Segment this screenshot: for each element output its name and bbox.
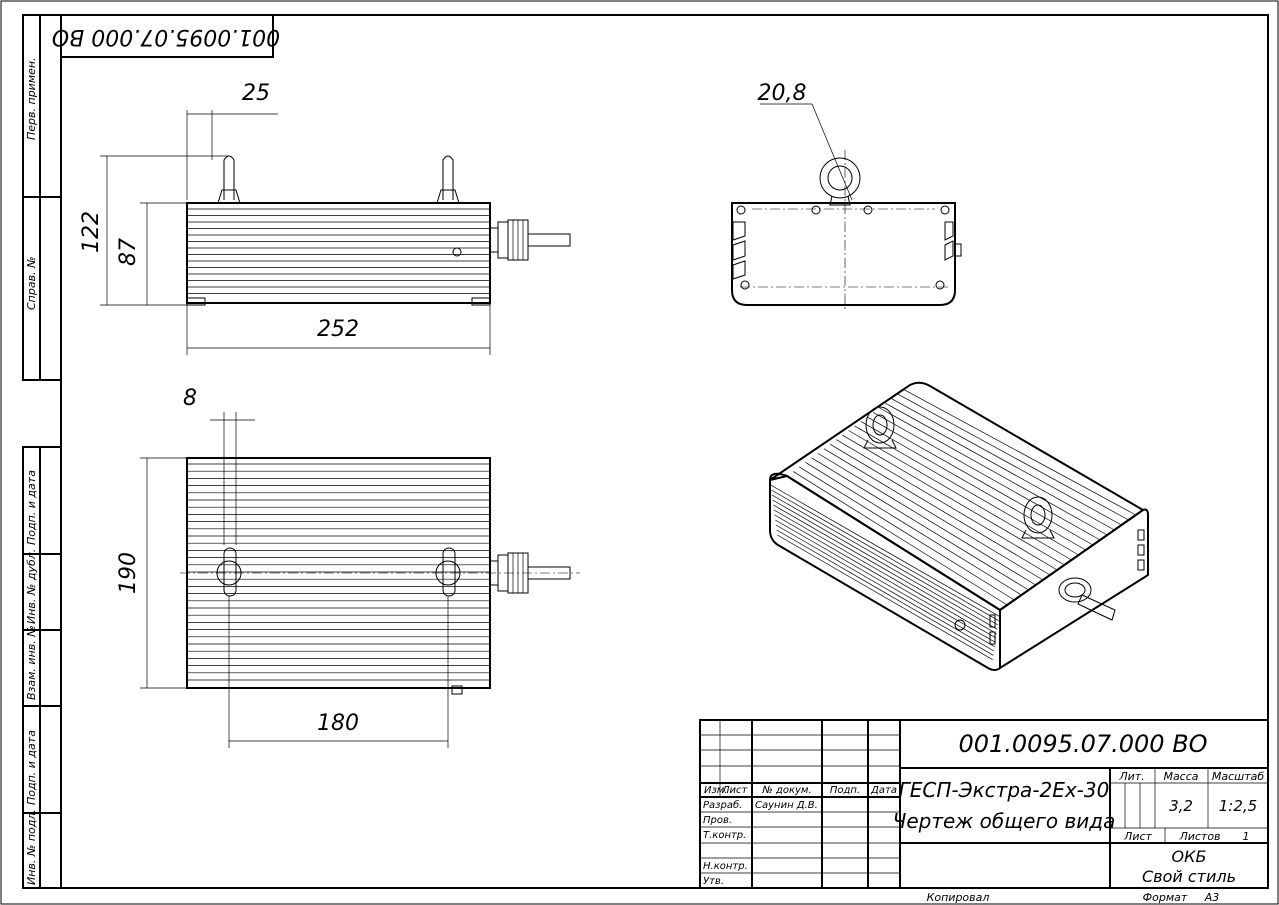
rib-line [891, 398, 1122, 526]
col-podp: Подп. [830, 785, 860, 796]
org-line1: ОКБ [1172, 847, 1207, 866]
title-block: 001.0095.07.000 ВО ГЕСП-Экстра-2Ех-30 Че… [699, 719, 1269, 904]
rib-line [771, 494, 999, 626]
org-line2: Свой стиль [1142, 867, 1236, 886]
label-list: Лист [1123, 830, 1152, 843]
title-doc-type: Чертеж общего вида [893, 809, 1116, 833]
left-side-strip: Перв. примен. Справ. № Подп. и дата Инв.… [22, 14, 62, 889]
rib-line [792, 471, 1008, 606]
col-list: Лист [721, 785, 749, 796]
rib-line [854, 425, 1079, 556]
rib-line [805, 462, 1022, 596]
dim-8: 8 [183, 386, 197, 411]
value-massa: 3,2 [1169, 797, 1193, 815]
col-izm: Изм. [704, 785, 728, 796]
label-lit: Лит. [1118, 770, 1144, 783]
rib-line [823, 448, 1044, 581]
rib-line [903, 389, 1137, 516]
dim-20-8: 20,8 [758, 81, 807, 106]
front-view: 25 122 87 252 [79, 81, 571, 355]
value-format: А3 [1204, 891, 1220, 904]
side-view: 20,8 [731, 81, 962, 310]
rotated-code-text: 001.0095.07.000 ВО [52, 24, 280, 49]
isometric-view [769, 381, 1149, 671]
rib-line [771, 489, 999, 621]
rib-line [817, 452, 1036, 586]
row-tkontr: Т.контр. [703, 830, 746, 841]
side-label-inv-dubl: Инв. № дубл. [25, 549, 38, 624]
side-label-perv: Перв. примен. [25, 57, 38, 140]
row-nkontr: Н.контр. [703, 861, 748, 872]
label-listov: Листов [1178, 830, 1220, 843]
rib-line [879, 407, 1108, 536]
side-label-vzam: Взам. инв. № [25, 625, 38, 700]
rib-line [860, 421, 1086, 551]
rib-line [811, 457, 1029, 591]
row-utv: Утв. [703, 876, 724, 887]
rib-line [799, 466, 1015, 601]
dim-87: 87 [116, 238, 141, 266]
dim-252: 252 [317, 317, 359, 342]
col-data: Дата [870, 785, 897, 796]
rib-line [885, 402, 1115, 531]
dim-25: 25 [242, 81, 270, 106]
rib-line [774, 514, 996, 643]
side-label-inv-podl: Инв. № подл. [25, 809, 38, 885]
value-listov: 1 [1243, 830, 1250, 843]
side-label-podp-1: Подп. и дата [25, 470, 38, 545]
value-scale: 1:2,5 [1219, 797, 1257, 815]
dim-180: 180 [317, 711, 359, 736]
row-prov: Пров. [703, 815, 732, 826]
razrab-name: Саунин Д.В. [755, 800, 818, 811]
label-format: Формат [1143, 891, 1188, 904]
rib-line [773, 509, 997, 639]
rib-line [775, 524, 995, 652]
side-label-podp-2: Подп. и дата [25, 730, 38, 805]
dim-190: 190 [116, 552, 141, 594]
rib-line [829, 443, 1051, 576]
rib-line [872, 411, 1101, 541]
rotated-code-stamp: 001.0095.07.000 ВО [52, 14, 280, 58]
rib-line [770, 484, 1000, 617]
label-massa: Масса [1163, 770, 1198, 783]
title-doc-code: 001.0095.07.000 ВО [958, 730, 1207, 758]
rib-line [776, 529, 994, 656]
row-razrab: Разраб. [703, 799, 742, 811]
dim-122: 122 [79, 211, 104, 253]
side-label-sprav: Справ. № [25, 256, 38, 310]
rib-line [842, 434, 1065, 566]
label-masshtab: Масштаб [1212, 770, 1264, 783]
col-docum: № докум. [761, 785, 811, 796]
rib-line [777, 534, 993, 660]
rib-line [836, 439, 1058, 571]
rib-line [897, 393, 1129, 521]
rib-line [775, 519, 995, 647]
rib-line [866, 416, 1094, 546]
label-kopiroval: Копировал [927, 891, 990, 904]
title-product-name: ГЕСП-Экстра-2Ех-30 [899, 778, 1110, 802]
rib-line [772, 499, 998, 630]
rib-line [773, 504, 997, 634]
top-view: 8 190 180 [116, 386, 580, 748]
